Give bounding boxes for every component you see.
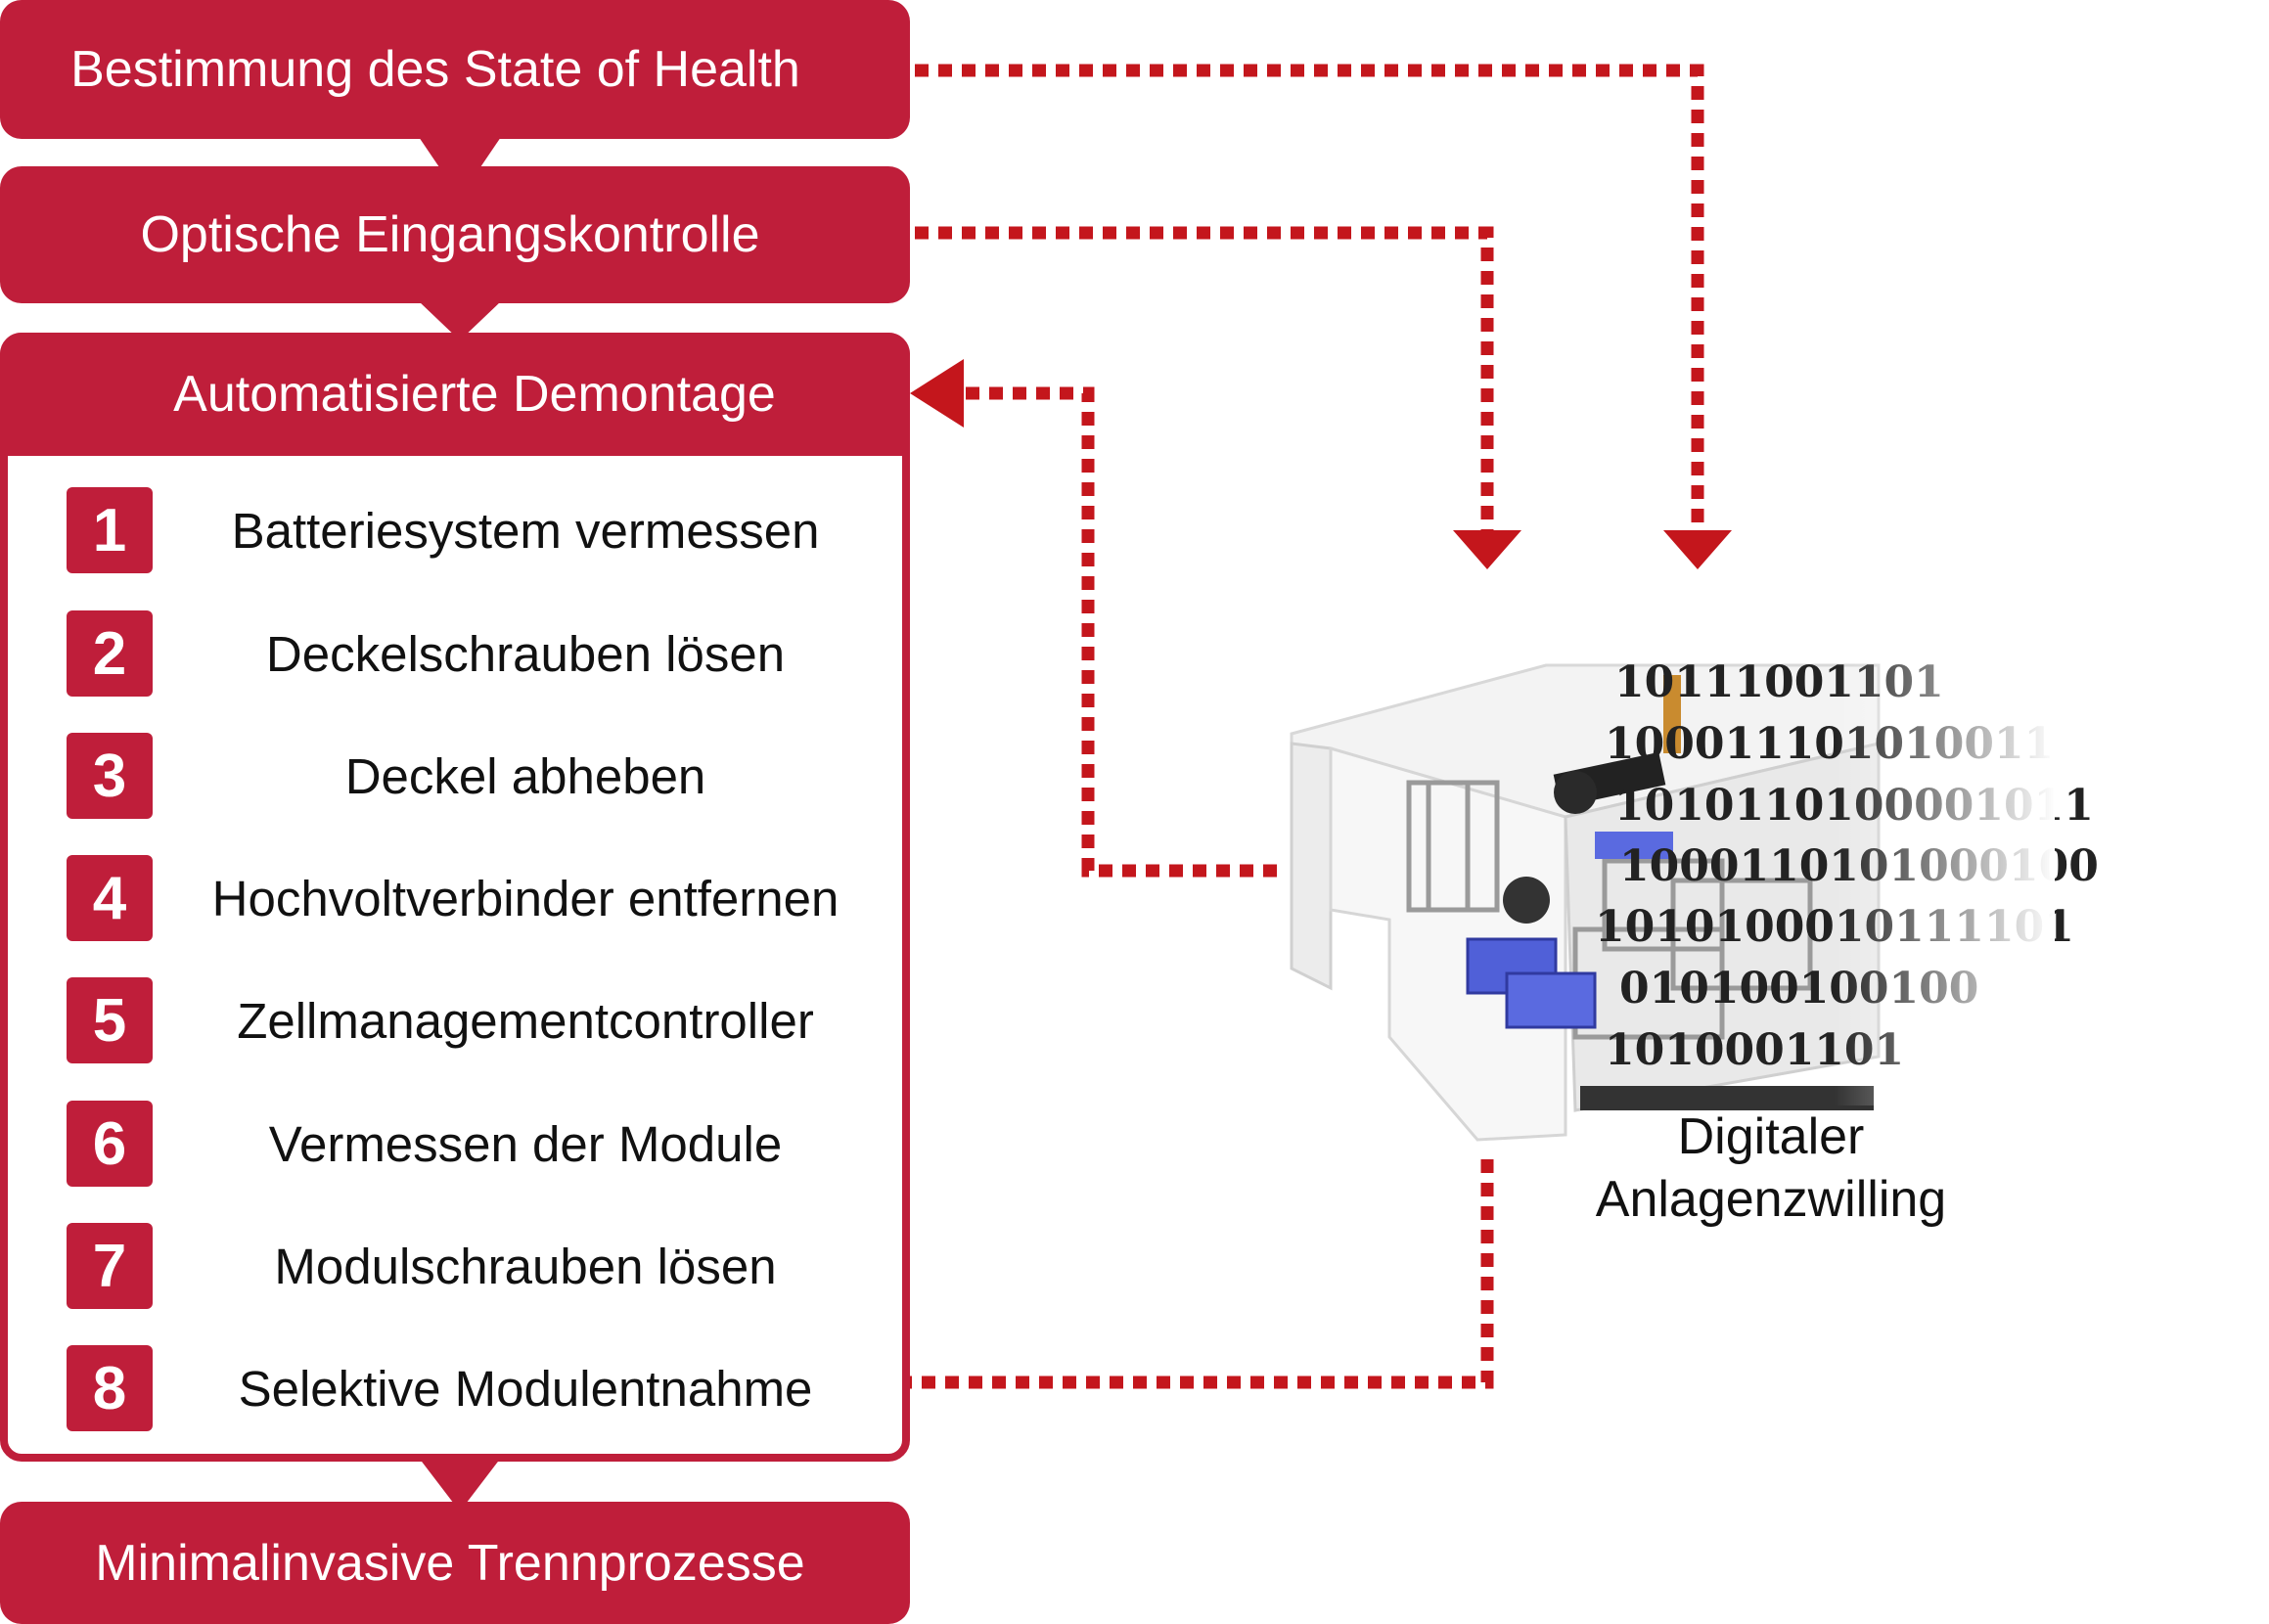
step-optische-eingangskontrolle: Optische Eingangskontrolle	[0, 166, 910, 303]
step-label: Hochvoltverbinder entfernen	[211, 870, 840, 926]
step-label: Deckel abheben	[344, 747, 706, 804]
step-label: Selektive Modulentnahme	[238, 1360, 813, 1417]
step-trennprozesse-label: Minimalinvasive Trennprozesse	[95, 1534, 805, 1592]
step-number-badge: 6	[67, 1101, 153, 1187]
arrow-optisch-to-twin	[915, 226, 1494, 533]
step-label: Zellmanagementcontroller	[237, 992, 814, 1049]
step-label: Deckelschrauben lösen	[265, 625, 786, 682]
chevron-2	[419, 301, 501, 340]
step-label: Batteriesystem vermessen	[231, 502, 820, 559]
demontage-step-1: 1 Batteriesystem vermessen	[67, 486, 888, 574]
step-label: Modulschrauben lösen	[274, 1238, 777, 1294]
demontage-step-4: 4 Hochvoltverbinder entfernen	[67, 854, 888, 942]
arrow-twin-to-entnahme	[910, 1159, 1494, 1389]
demontage-step-7: 7 Modulschrauben lösen	[67, 1222, 888, 1310]
step-state-of-health: Bestimmung des State of Health	[0, 0, 910, 139]
step-optische-label: Optische Eingangskontrolle	[140, 206, 760, 263]
step-number-badge: 8	[67, 1345, 153, 1431]
step-number-badge: 3	[67, 733, 153, 819]
step-number-badge: 5	[67, 977, 153, 1063]
demontage-step-3: 3 Deckel abheben	[67, 732, 888, 820]
arrow-soh-to-twin	[915, 64, 1704, 533]
chevron-3	[419, 1458, 501, 1511]
step-label: Vermessen der Module	[268, 1115, 783, 1172]
step-number-badge: 4	[67, 855, 153, 941]
step-number-badge: 7	[67, 1223, 153, 1309]
demontage-title: Automatisierte Demontage	[0, 333, 910, 456]
digital-twin-caption: Digitaler Anlagenzwilling	[1595, 1108, 1947, 1228]
step-minimalinvasive-trennprozesse: Minimalinvasive Trennprozesse	[0, 1502, 910, 1624]
arrowhead-down-2	[1453, 530, 1521, 569]
demontage-step-8: 8 Selektive Modulentnahme	[67, 1344, 888, 1432]
arrow-twin-to-demontage	[964, 386, 1277, 878]
step-state-of-health-label: Bestimmung des State of Health	[70, 41, 800, 98]
demontage-step-5: 5 Zellmanagementcontroller	[67, 976, 888, 1064]
demontage-step-2: 2 Deckelschrauben lösen	[67, 609, 888, 698]
step-number-badge: 1	[67, 487, 153, 573]
arrowhead-left-demontage	[910, 359, 964, 428]
digital-twin-illustration: 10111001101 100011101010011 101011010000…	[1290, 646, 2099, 1142]
step-number-badge: 2	[67, 610, 153, 697]
demontage-step-6: 6 Vermessen der Module	[67, 1100, 888, 1188]
arrowhead-down-1	[1663, 530, 1732, 569]
